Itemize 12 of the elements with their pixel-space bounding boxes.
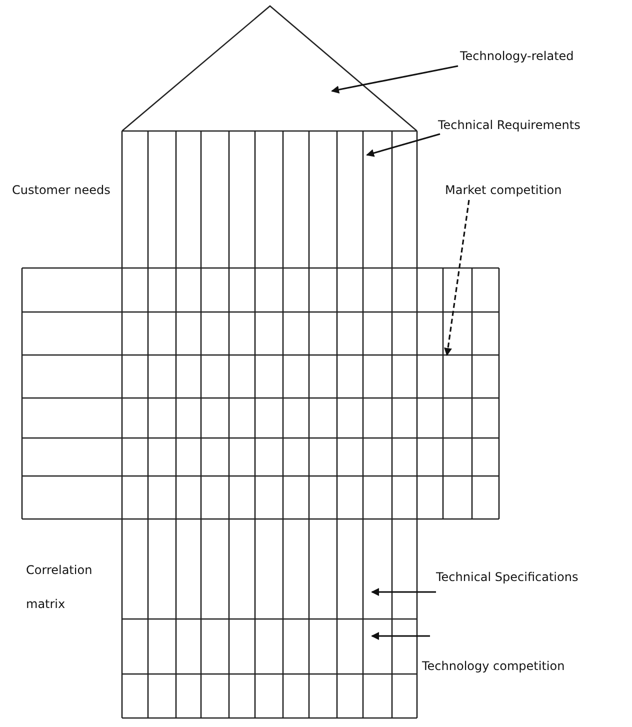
- callout-label: Technical Requirements: [438, 118, 580, 133]
- callout-label: Technology competition: [422, 659, 565, 674]
- callout-label: Technology-related: [460, 49, 574, 64]
- section-label: Customer needs: [12, 183, 110, 198]
- callout-label: Technical Specifications: [436, 570, 578, 585]
- leader-arrow: [371, 632, 430, 640]
- leader-arrow: [371, 588, 436, 596]
- leader-arrow: [366, 133, 440, 157]
- leader-arrow: [444, 200, 470, 356]
- callout-label: Market competition: [445, 183, 562, 198]
- section-label: Correlation matrix: [26, 562, 94, 613]
- leader-arrow: [331, 65, 458, 94]
